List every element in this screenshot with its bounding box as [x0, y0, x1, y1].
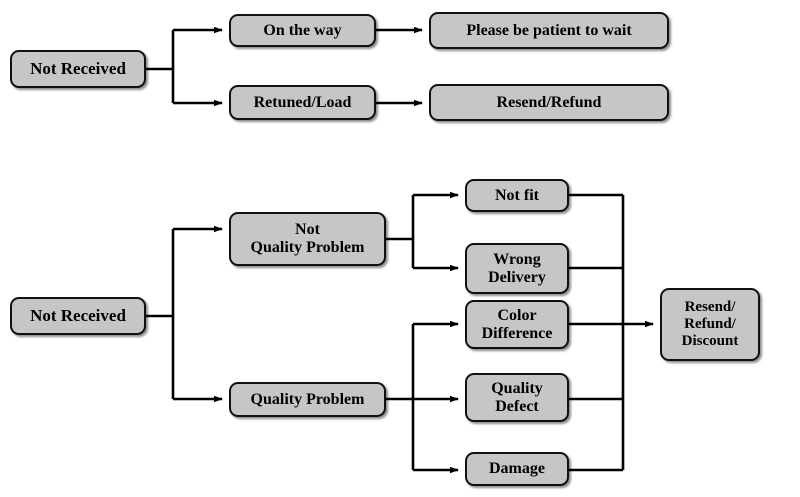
node-retuned-load[interactable]: Retuned/Load: [229, 85, 376, 120]
node-label: Please be patient to wait: [466, 21, 632, 39]
node-please-be-patient-to-wait[interactable]: Please be patient to wait: [429, 12, 669, 49]
node-label: Not fit: [495, 186, 539, 204]
node-quality-problem[interactable]: Quality Problem: [229, 382, 386, 417]
node-label: Resend/Refund: [496, 93, 602, 111]
node-quality-defect[interactable]: Quality Defect: [465, 373, 569, 422]
node-not-received-bottom[interactable]: Not Received: [10, 297, 146, 335]
node-color-difference[interactable]: Color Difference: [465, 300, 569, 349]
node-label: Damage: [489, 460, 545, 478]
node-label: Retuned/Load: [253, 93, 352, 111]
node-label: Not Received: [30, 306, 126, 326]
node-label: Not Received: [30, 59, 126, 79]
node-resend-refund-discount[interactable]: Resend/ Refund/ Discount: [660, 288, 760, 361]
node-label: Wrong Delivery: [488, 250, 546, 286]
node-wrong-delivery[interactable]: Wrong Delivery: [465, 243, 569, 294]
node-label: Not Quality Problem: [250, 221, 365, 256]
node-damage[interactable]: Damage: [465, 452, 569, 486]
node-label: Quality Defect: [491, 379, 543, 415]
node-resend-refund[interactable]: Resend/Refund: [429, 84, 669, 121]
node-label: On the way: [263, 21, 342, 39]
node-label: Quality Problem: [250, 390, 365, 408]
node-label: Color Difference: [481, 306, 553, 342]
node-not-received-top[interactable]: Not Received: [10, 50, 146, 88]
node-on-the-way[interactable]: On the way: [229, 14, 376, 47]
node-not-fit[interactable]: Not fit: [465, 179, 569, 212]
node-label: Resend/ Refund/ Discount: [681, 299, 739, 349]
node-not-quality-problem[interactable]: Not Quality Problem: [229, 212, 386, 266]
